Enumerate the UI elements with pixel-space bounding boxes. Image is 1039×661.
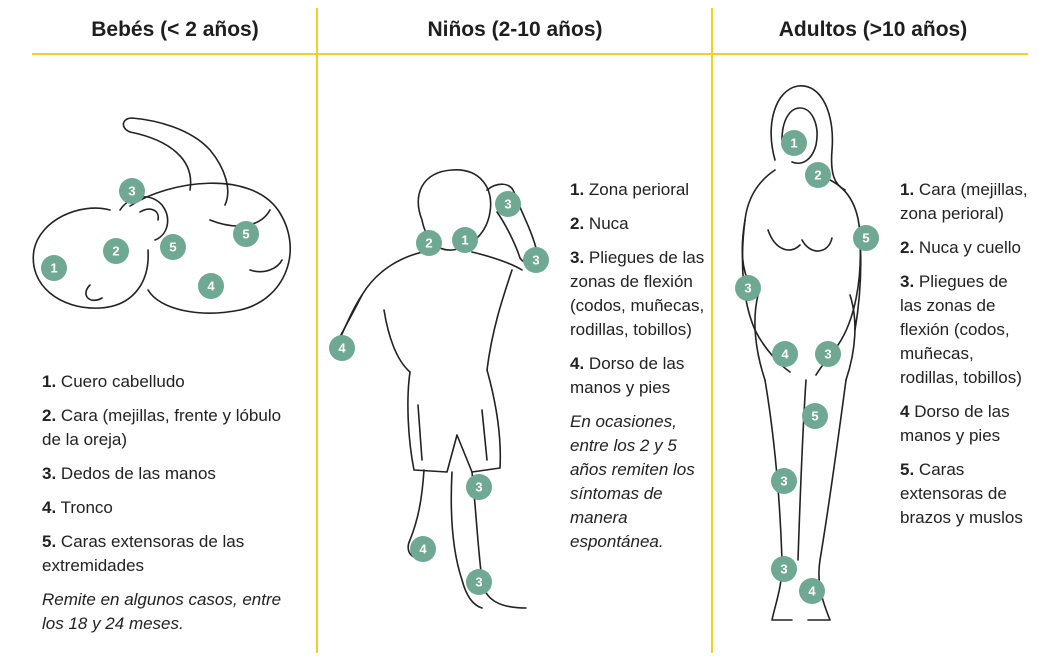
adult-badge-4-hand: 4 bbox=[772, 341, 798, 367]
svg-text:5: 5 bbox=[862, 231, 869, 246]
adult-sites-list: 1. Cara (mejillas, zona perioral) 2. Nuc… bbox=[900, 178, 1030, 540]
baby-note: Remite en algunos casos, entre los 18 y … bbox=[42, 588, 304, 636]
list-item: 3. Pliegues de las zonas de flexión (cod… bbox=[900, 270, 1030, 390]
list-item: 3. Dedos de las manos bbox=[42, 462, 304, 486]
adult-badge-3-ankle: 3 bbox=[771, 556, 797, 582]
svg-text:4: 4 bbox=[419, 542, 427, 557]
baby-sites-list: 1. Cuero cabelludo 2. Cara (mejillas, fr… bbox=[42, 370, 304, 646]
column-title-children: Niños (2-10 años) bbox=[322, 18, 708, 48]
svg-text:2: 2 bbox=[425, 236, 432, 251]
list-item: 5. Caras extensoras de brazos y muslos bbox=[900, 458, 1030, 530]
svg-text:1: 1 bbox=[50, 261, 57, 276]
svg-text:2: 2 bbox=[814, 168, 821, 183]
column-divider-1 bbox=[316, 8, 318, 653]
baby-badge-3: 3 bbox=[119, 178, 145, 204]
child-badge-2: 2 bbox=[416, 230, 442, 256]
child-badge-3-ankle: 3 bbox=[466, 569, 492, 595]
list-item: 4. Tronco bbox=[42, 496, 304, 520]
adult-badge-3-elbow: 3 bbox=[735, 275, 761, 301]
svg-text:3: 3 bbox=[744, 281, 751, 296]
svg-text:1: 1 bbox=[461, 233, 468, 248]
svg-text:3: 3 bbox=[504, 197, 511, 212]
child-badges: 2 1 3 3 4 3 4 3 bbox=[322, 160, 562, 630]
svg-text:3: 3 bbox=[475, 575, 482, 590]
svg-text:3: 3 bbox=[475, 480, 482, 495]
svg-text:5: 5 bbox=[811, 409, 818, 424]
svg-text:1: 1 bbox=[790, 136, 797, 151]
adult-badge-3-wrist: 3 bbox=[815, 341, 841, 367]
list-item: 2. Cara (mejillas, frente y lóbulo de la… bbox=[42, 404, 304, 452]
svg-text:2: 2 bbox=[112, 244, 119, 259]
adult-badge-5-thigh: 5 bbox=[802, 403, 828, 429]
column-title-babies: Bebés (< 2 años) bbox=[40, 18, 310, 48]
baby-badges: 1 2 3 5 5 4 bbox=[20, 110, 310, 330]
baby-badge-5b: 5 bbox=[233, 221, 259, 247]
child-badge-4-foot: 4 bbox=[410, 536, 436, 562]
svg-text:3: 3 bbox=[532, 253, 539, 268]
child-badge-3-wrist: 3 bbox=[495, 191, 521, 217]
svg-text:4: 4 bbox=[808, 584, 816, 599]
child-badge-3-elbow: 3 bbox=[523, 247, 549, 273]
child-badge-4-hand: 4 bbox=[329, 335, 355, 361]
baby-badge-1: 1 bbox=[41, 255, 67, 281]
list-item: 5. Caras extensoras de las extremidades bbox=[42, 530, 304, 578]
adult-badge-1: 1 bbox=[781, 130, 807, 156]
adult-badge-3-knee: 3 bbox=[771, 468, 797, 494]
adult-badge-2: 2 bbox=[805, 162, 831, 188]
svg-text:4: 4 bbox=[781, 347, 789, 362]
header-underline bbox=[32, 53, 1028, 55]
svg-text:3: 3 bbox=[780, 474, 787, 489]
column-divider-2 bbox=[711, 8, 713, 653]
svg-text:5: 5 bbox=[169, 240, 176, 255]
svg-text:5: 5 bbox=[242, 227, 249, 242]
list-item: 1. Cara (mejillas, zona perioral) bbox=[900, 178, 1030, 226]
list-item: 4 Dorso de las manos y pies bbox=[900, 400, 1030, 448]
baby-badge-5a: 5 bbox=[160, 234, 186, 260]
baby-badge-4: 4 bbox=[198, 273, 224, 299]
child-badge-3-knee: 3 bbox=[466, 474, 492, 500]
column-title-adults: Adultos (>10 años) bbox=[718, 18, 1028, 48]
list-item: 1. Cuero cabelludo bbox=[42, 370, 304, 394]
baby-badge-2: 2 bbox=[103, 238, 129, 264]
svg-text:3: 3 bbox=[824, 347, 831, 362]
svg-text:3: 3 bbox=[780, 562, 787, 577]
adult-badge-5-arm: 5 bbox=[853, 225, 879, 251]
list-item: 1. Zona perioral bbox=[570, 178, 708, 202]
list-item: 3. Pliegues de las zonas de flexión (cod… bbox=[570, 246, 708, 342]
list-item: 4. Dorso de las manos y pies bbox=[570, 352, 708, 400]
list-item: 2. Nuca y cuello bbox=[900, 236, 1030, 260]
svg-text:4: 4 bbox=[207, 279, 215, 294]
adult-badge-4-foot: 4 bbox=[799, 578, 825, 604]
child-sites-list: 1. Zona perioral 2. Nuca 3. Pliegues de … bbox=[570, 178, 708, 564]
svg-text:3: 3 bbox=[128, 184, 135, 199]
svg-text:4: 4 bbox=[338, 341, 346, 356]
child-badge-1: 1 bbox=[452, 227, 478, 253]
child-note: En ocasiones, entre los 2 y 5 años remit… bbox=[570, 410, 708, 554]
list-item: 2. Nuca bbox=[570, 212, 708, 236]
adult-badges: 1 2 5 3 4 3 5 3 3 4 bbox=[720, 80, 890, 640]
